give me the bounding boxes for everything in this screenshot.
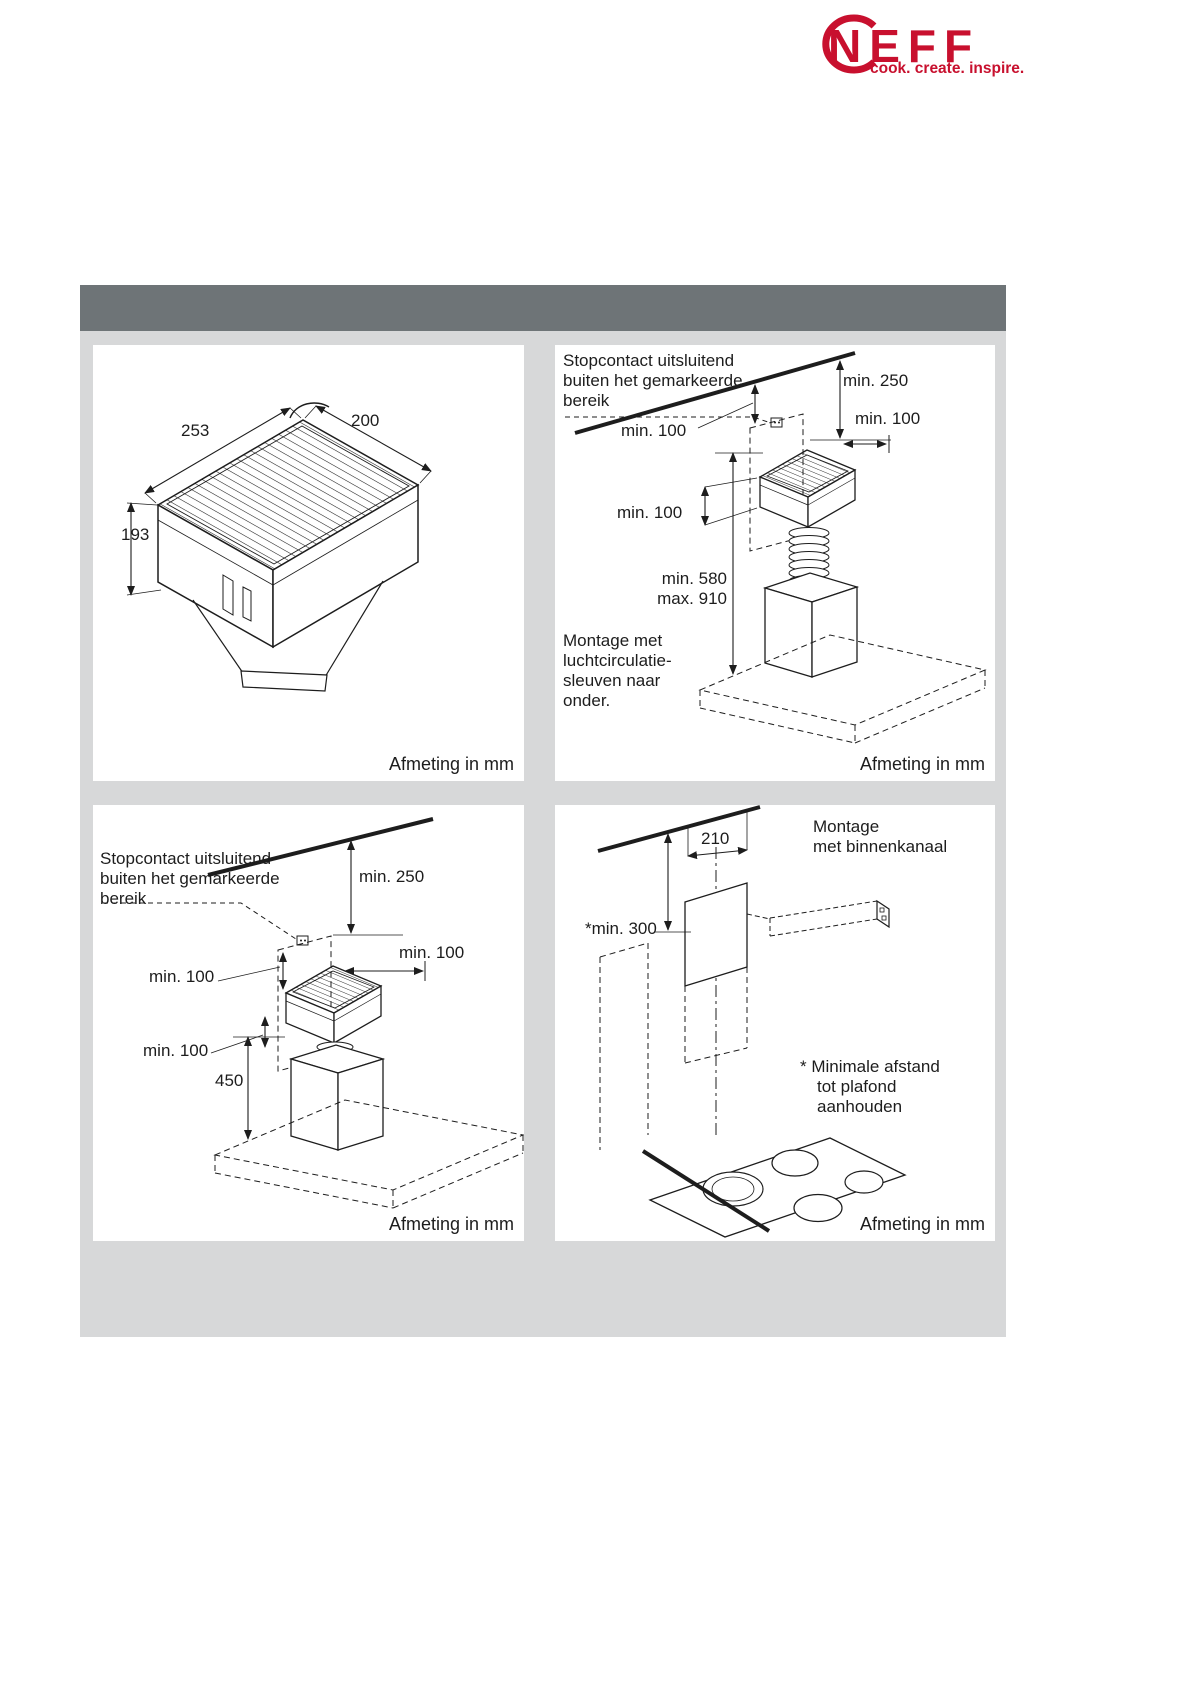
dim-label-min100-top: min. 100: [621, 421, 687, 440]
caption-afmeting: Afmeting in mm: [859, 754, 985, 774]
logo-tagline: cook. create. inspire.: [870, 60, 1025, 77]
dim-label-max910: max. 910: [657, 589, 727, 608]
mounting-diagram-circulation: [565, 351, 987, 744]
panel-module-dimensions: 253 200 193 Afmeting in mm: [93, 345, 524, 781]
dim-label-450: 450: [215, 1071, 244, 1090]
caption-afmeting: Afmeting in mm: [859, 1214, 985, 1234]
mount-note-line3: sleuven naar: [563, 671, 661, 690]
mount-note-line2: luchtcirculatie-: [563, 651, 672, 670]
dim-label-min300: *min. 300: [585, 919, 657, 938]
socket-note-line2: buiten het gemarkeerde: [563, 371, 743, 390]
dim-label-min250: min. 250: [359, 867, 425, 886]
section-header-bar: [80, 285, 1006, 331]
dim-label-200: 200: [351, 411, 380, 430]
panel-mounting-circulation: Stopcontact uitsluitend buiten het gemar…: [555, 345, 995, 781]
neff-logo: NEFF cook. create. inspire.: [818, 12, 1068, 92]
footnote-line1: * Minimale afstand: [800, 1057, 940, 1076]
title-line1: Montage: [813, 817, 880, 836]
isometric-module-drawing: [126, 402, 432, 692]
caption-afmeting: Afmeting in mm: [388, 754, 514, 774]
dim-label-193: 193: [121, 525, 150, 544]
socket-note-line1: Stopcontact uitsluitend: [563, 351, 735, 370]
panel-mounting-450: Stopcontact uitsluitend buiten het gemar…: [93, 805, 524, 1241]
dim-label-210: 210: [701, 829, 730, 848]
panel-inner-duct: Montage met binnenkanaal 210 *min. 300 *…: [555, 805, 995, 1241]
dim-label-min580: min. 580: [661, 569, 727, 588]
caption-afmeting: Afmeting in mm: [388, 1214, 514, 1234]
socket-note-line1: Stopcontact uitsluitend: [100, 849, 272, 868]
neff-logo-mark: NEFF: [822, 14, 980, 74]
footnote-line3: aanhouden: [817, 1097, 903, 1116]
mount-note-line4: onder.: [563, 691, 611, 710]
socket-note-line3: bereik: [100, 889, 147, 908]
socket-note-line2: buiten het gemarkeerde: [100, 869, 280, 888]
dim-label-min100-left: min. 100: [617, 503, 683, 522]
dim-label-min100-top: min. 100: [149, 967, 215, 986]
dim-label-min250: min. 250: [843, 371, 909, 390]
footnote-line2: tot plafond: [817, 1077, 897, 1096]
title-line2: met binnenkanaal: [813, 837, 948, 856]
inner-duct-diagram: [597, 805, 907, 1238]
dim-label-253: 253: [181, 421, 210, 440]
logo-brand-text: NEFF: [828, 20, 980, 72]
socket-note-line3: bereik: [563, 391, 610, 410]
mount-note-line1: Montage met: [563, 631, 663, 650]
dim-label-min100-right: min. 100: [855, 409, 921, 428]
dim-label-min100-right: min. 100: [399, 943, 465, 962]
mounting-diagram-450: [103, 817, 524, 1209]
dim-label-min100-left: min. 100: [143, 1041, 209, 1060]
